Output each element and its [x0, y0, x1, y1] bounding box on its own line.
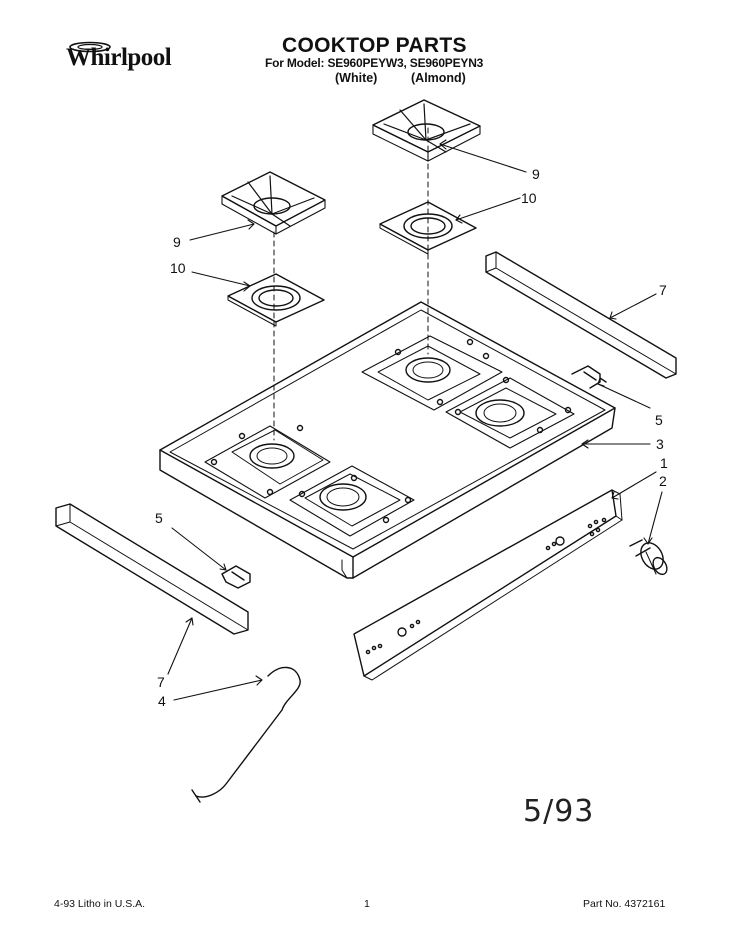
footer-print-info: 4-93 Litho in U.S.A. — [54, 898, 146, 910]
callout-clip-right: 5 — [655, 412, 663, 428]
control-panel — [353, 489, 623, 681]
whirlpool-logo-icon — [69, 41, 111, 53]
model-numbers: For Model: SE960PEYW3, SE960PEYN3 — [265, 56, 484, 70]
left-trim-clip — [221, 565, 251, 589]
brand-wordmark: Whirlpool — [66, 44, 172, 71]
alignment-lines — [273, 127, 429, 441]
callout-pan-left: 10 — [170, 260, 186, 276]
ignition-wire — [191, 666, 301, 803]
callout-knob: 2 — [659, 473, 667, 489]
left-burner-grate — [221, 171, 326, 235]
callout-clip-left: 5 — [155, 510, 163, 526]
cooktop-body — [159, 301, 616, 579]
footer-page-number: 1 — [364, 898, 370, 910]
callout-grate-right: 9 — [532, 166, 540, 182]
callout-pan-right: 10 — [521, 190, 537, 206]
front-trim-strip — [55, 503, 249, 635]
callout-grate-left: 9 — [173, 234, 181, 250]
page-title: COOKTOP PARTS — [282, 34, 467, 57]
right-burner-grate — [372, 99, 481, 162]
rear-trim-strip — [485, 251, 677, 379]
control-knob — [629, 539, 668, 576]
callout-trim-front: 7 — [157, 674, 165, 690]
left-burner-pan — [227, 273, 325, 327]
color-label-white: (White) — [335, 71, 378, 85]
footer-part-number: Part No. 4372161 — [583, 898, 666, 910]
right-trim-clip — [571, 365, 607, 389]
right-burner-pan — [379, 201, 477, 255]
callout-cooktop: 3 — [656, 436, 664, 452]
callout-leaders — [167, 139, 663, 701]
color-label-almond: (Almond) — [411, 71, 466, 85]
callout-trim-rear: 7 — [659, 282, 667, 298]
handwritten-date: 5/93 — [523, 794, 595, 829]
callout-control-panel: 1 — [660, 455, 668, 471]
callout-wire: 4 — [158, 693, 166, 709]
